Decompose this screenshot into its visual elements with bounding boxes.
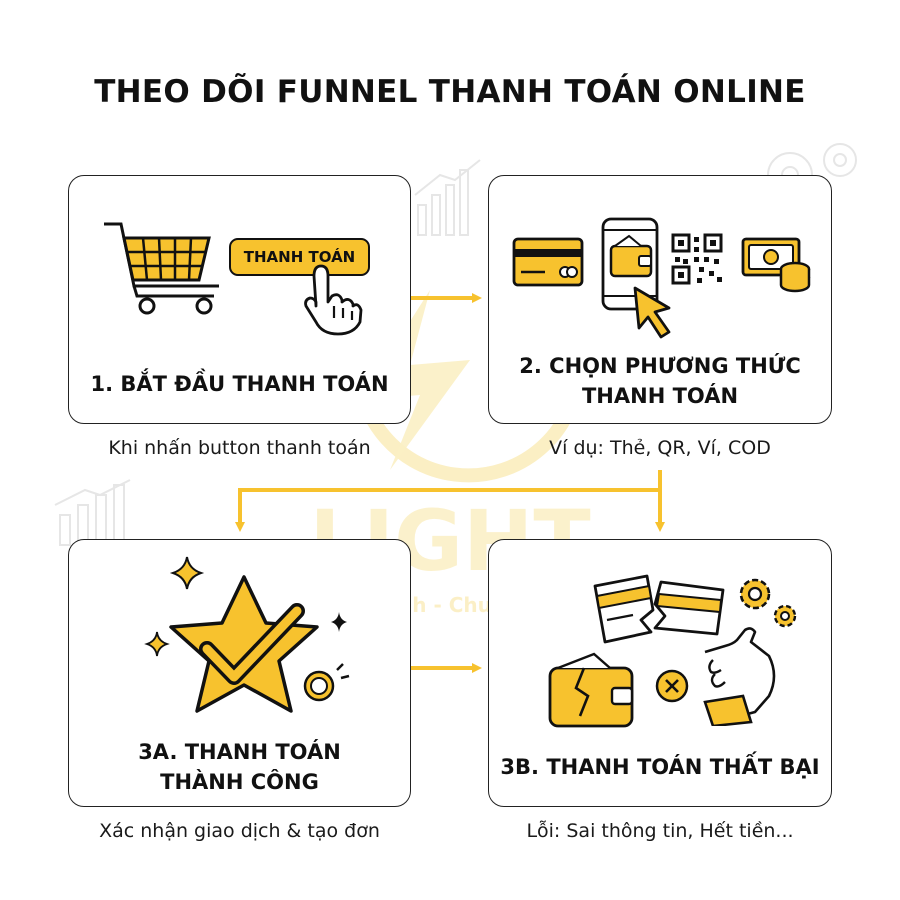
step-2-title-line1: 2. CHỌN PHƯƠNG THỨC [519, 354, 801, 378]
step-3a-caption: Xác nhận giao dịch & tạo đơn [99, 820, 380, 842]
step-card-2: 2. CHỌN PHƯƠNG THỨC THANH TOÁN [488, 175, 832, 424]
broken-card-icon [593, 574, 725, 644]
step-3a-title-line2: THÀNH CÔNG [160, 770, 319, 794]
sparkle-icon-right [331, 612, 347, 632]
step-3b-caption: Lỗi: Sai thông tin, Hết tiền... [526, 820, 794, 842]
sparkle-icon-small [144, 631, 170, 657]
checkout-button-label: THANH TOÁN [243, 248, 356, 266]
step-2-title-line2: THANH TOÁN [581, 384, 739, 408]
step-card-1: THANH TOÁN 1. BẮT ĐẦU THANH TOÁN [68, 175, 411, 424]
coin-icon [303, 663, 350, 702]
cursor-arrow-icon [633, 286, 671, 339]
gears-icon [739, 578, 797, 628]
qr-code-icon [671, 233, 723, 285]
pointer-hand-icon [304, 264, 363, 336]
step-2-caption: Ví dụ: Thẻ, QR, Ví, COD [549, 437, 771, 459]
step-1-caption: Khi nhấn button thanh toán [108, 437, 371, 459]
smartphone-wallet-icon [601, 217, 659, 311]
broken-wallet-icon [548, 652, 634, 728]
error-x-icon [655, 669, 689, 703]
shopping-cart-icon [104, 222, 219, 315]
star-check-icon [169, 575, 319, 713]
step-3b-title: 3B. THANH TOÁN THẤT BẠI [500, 755, 820, 779]
step-1-title: 1. BẮT ĐẦU THANH TOÁN [90, 372, 389, 396]
watermark-chart-icon-left [54, 479, 131, 546]
checkout-button[interactable]: THANH TOÁN [229, 238, 370, 276]
cash-coins-icon [741, 237, 811, 293]
step-card-3a: 3A. THANH TOÁN THÀNH CÔNG [68, 539, 411, 807]
step-3a-title-line1: 3A. THANH TOÁN [138, 740, 341, 764]
step-card-3b: 3B. THANH TOÁN THẤT BẠI [488, 539, 832, 807]
hand-icon [703, 627, 776, 726]
sparkle-icon [169, 556, 205, 590]
watermark-chart-icon [414, 159, 481, 236]
watermark-bolt-icon [360, 290, 470, 470]
page-title: THEO DÕI FUNNEL THANH TOÁN ONLINE [94, 74, 806, 110]
credit-card-icon [512, 237, 584, 287]
